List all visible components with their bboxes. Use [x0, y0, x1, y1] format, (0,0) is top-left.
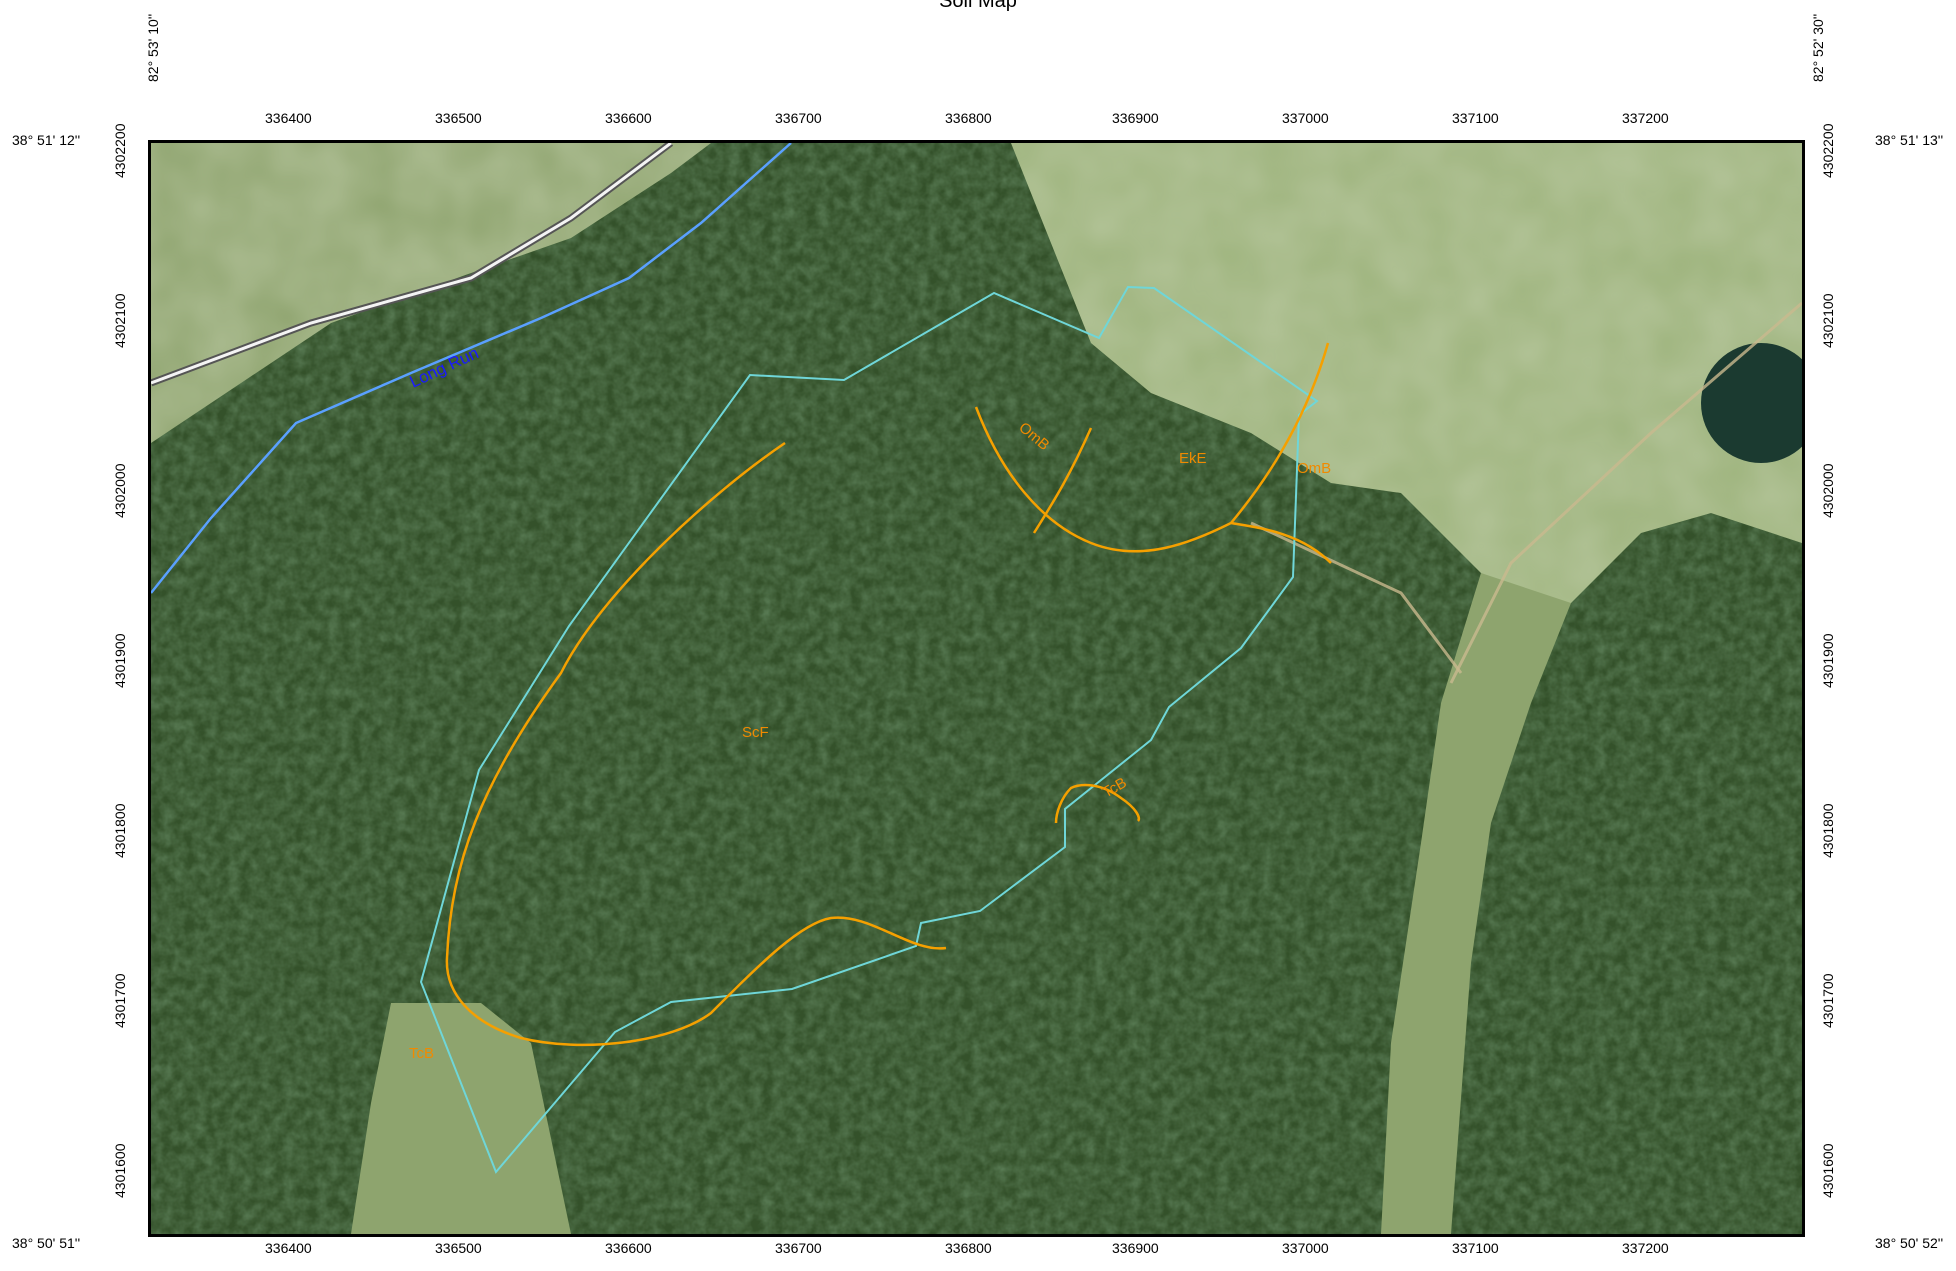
easting-tick-top: 336600	[605, 110, 652, 126]
soil-boundary[interactable]	[1032, 427, 1093, 534]
top-left-longitude: 82° 53' 10''	[145, 13, 161, 82]
farm-track	[1250, 521, 1463, 674]
easting-tick-top: 336700	[775, 110, 822, 126]
soil-unit-label: TcB	[409, 1045, 434, 1062]
northing-tick-left: 4302000	[112, 463, 128, 518]
soil-boundary[interactable]	[1054, 783, 1140, 824]
northing-tick-left: 4301900	[112, 633, 128, 688]
northing-tick-right: 4301600	[1820, 1143, 1836, 1198]
northing-tick-right: 4302200	[1820, 123, 1836, 178]
map-frame[interactable]: Long Run OmB EkE OmB ScF TcB TcB	[148, 140, 1805, 1237]
clearing-area	[351, 1003, 571, 1234]
farm-track	[1449, 301, 1802, 684]
easting-tick-top: 337200	[1622, 110, 1669, 126]
soil-unit-label: EkE	[1179, 450, 1207, 467]
easting-tick-bottom: 336700	[775, 1240, 822, 1256]
easting-tick-bottom: 336500	[435, 1240, 482, 1256]
soil-boundary[interactable]	[974, 406, 1232, 553]
northing-tick-right: 4301700	[1820, 973, 1836, 1028]
easting-tick-bottom: 337100	[1452, 1240, 1499, 1256]
easting-tick-top: 337000	[1282, 110, 1329, 126]
easting-tick-bottom: 336800	[945, 1240, 992, 1256]
easting-tick-top: 337100	[1452, 110, 1499, 126]
northing-tick-left: 4301600	[112, 1143, 128, 1198]
northing-tick-left: 4301700	[112, 973, 128, 1028]
northing-tick-right: 4302000	[1820, 463, 1836, 518]
easting-tick-bottom: 336600	[605, 1240, 652, 1256]
easting-tick-top: 336900	[1112, 110, 1159, 126]
aoi-boundary[interactable]	[419, 285, 1319, 1174]
soil-boundary[interactable]	[1230, 342, 1330, 524]
pasture-strip	[1381, 573, 1571, 1234]
soil-boundary[interactable]	[1230, 521, 1332, 564]
pasture-texture	[1011, 143, 1802, 613]
top-left-latitude: 38° 51' 12''	[12, 132, 81, 148]
easting-tick-bottom: 336400	[265, 1240, 312, 1256]
easting-tick-bottom: 337200	[1622, 1240, 1669, 1256]
aerial-map: Long Run OmB EkE OmB ScF TcB TcB	[151, 143, 1802, 1234]
soil-unit-label: ScF	[742, 724, 769, 741]
northing-tick-left: 4302200	[112, 123, 128, 178]
road-inner	[151, 143, 672, 385]
soil-boundary[interactable]	[445, 441, 947, 1047]
easting-tick-top: 336400	[265, 110, 312, 126]
soil-unit-label: OmB	[1297, 460, 1331, 477]
top-right-longitude: 82° 52' 30''	[1810, 13, 1826, 82]
easting-tick-bottom: 337000	[1282, 1240, 1329, 1256]
map-title: Soil Map	[939, 0, 1017, 12]
pond	[1701, 343, 1802, 463]
northing-tick-right: 4302100	[1820, 293, 1836, 348]
bottom-left-latitude: 38° 50' 51''	[12, 1235, 81, 1251]
bottom-right-latitude: 38° 50' 52''	[1875, 1235, 1944, 1251]
northing-tick-right: 4301900	[1820, 633, 1836, 688]
easting-tick-bottom: 336900	[1112, 1240, 1159, 1256]
easting-tick-top: 336500	[435, 110, 482, 126]
top-right-latitude: 38° 51' 13''	[1875, 132, 1944, 148]
northing-tick-left: 4301800	[112, 803, 128, 858]
northing-tick-left: 4302100	[112, 293, 128, 348]
stream-long-run	[151, 143, 792, 594]
easting-tick-top: 336800	[945, 110, 992, 126]
northing-tick-right: 4301800	[1820, 803, 1836, 858]
